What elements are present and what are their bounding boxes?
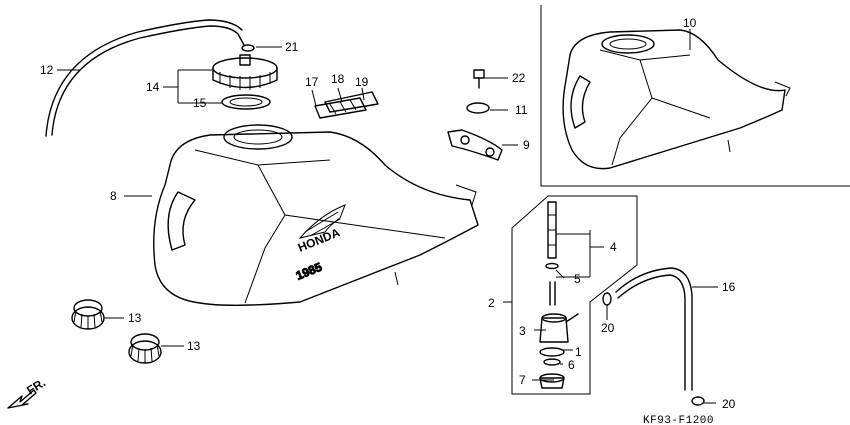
label-10: 10 bbox=[683, 16, 697, 30]
label-19: 19 bbox=[355, 75, 369, 89]
cap-gasket bbox=[221, 94, 271, 110]
decal-brand: HONDA bbox=[296, 225, 342, 255]
rubber-damper-upper bbox=[71, 299, 105, 330]
label-14: 14 bbox=[146, 80, 160, 94]
label-13-upper: 13 bbox=[128, 311, 142, 325]
label-4: 4 bbox=[610, 240, 617, 254]
label-20-lower: 20 bbox=[722, 397, 736, 411]
fuel-tube bbox=[615, 267, 693, 391]
assembly-frame bbox=[511, 195, 638, 395]
fuel-cock-strainer bbox=[545, 201, 559, 306]
front-direction-arrow-icon bbox=[7, 389, 37, 409]
label-6: 6 bbox=[568, 358, 575, 372]
rubber-damper-lower bbox=[128, 333, 162, 364]
tube-clip-lower bbox=[691, 396, 705, 406]
label-13-lower: 13 bbox=[187, 339, 201, 353]
decal-strips bbox=[314, 91, 379, 119]
decal-model: 1985 bbox=[294, 260, 324, 283]
tank-bracket bbox=[447, 129, 503, 161]
label-21: 21 bbox=[285, 40, 299, 54]
label-9: 9 bbox=[523, 138, 530, 152]
label-12: 12 bbox=[40, 63, 54, 77]
direction-label: FR. bbox=[24, 375, 48, 397]
label-15: 15 bbox=[193, 96, 207, 110]
bolt bbox=[473, 69, 485, 89]
label-7: 7 bbox=[519, 373, 526, 387]
callout-labels: 1 2 3 4 5 6 7 8 9 10 11 12 13 13 14 15 1… bbox=[40, 16, 736, 411]
fuel-tank-inset bbox=[562, 29, 791, 170]
rubber-cushion bbox=[466, 102, 490, 114]
tube-clip bbox=[241, 44, 255, 52]
inset-frame bbox=[540, 5, 850, 187]
label-16: 16 bbox=[722, 280, 736, 294]
label-22: 22 bbox=[512, 71, 526, 85]
label-5: 5 bbox=[574, 272, 581, 286]
leader-lines bbox=[57, 29, 718, 404]
figure-code: KF93-F1200 bbox=[643, 415, 714, 425]
fuel-cap bbox=[212, 54, 278, 90]
label-1: 1 bbox=[575, 345, 582, 359]
label-17: 17 bbox=[305, 75, 319, 89]
label-2: 2 bbox=[488, 296, 495, 310]
label-3: 3 bbox=[519, 324, 526, 338]
tube-clip-upper bbox=[602, 292, 612, 306]
label-8: 8 bbox=[110, 189, 117, 203]
fuel-tank-main: HONDA 1985 bbox=[153, 124, 479, 306]
fuel-cock-body bbox=[539, 313, 579, 389]
breather-tube bbox=[51, 25, 245, 136]
label-20-upper: 20 bbox=[601, 321, 615, 335]
label-11: 11 bbox=[515, 103, 528, 117]
label-18: 18 bbox=[331, 72, 345, 86]
